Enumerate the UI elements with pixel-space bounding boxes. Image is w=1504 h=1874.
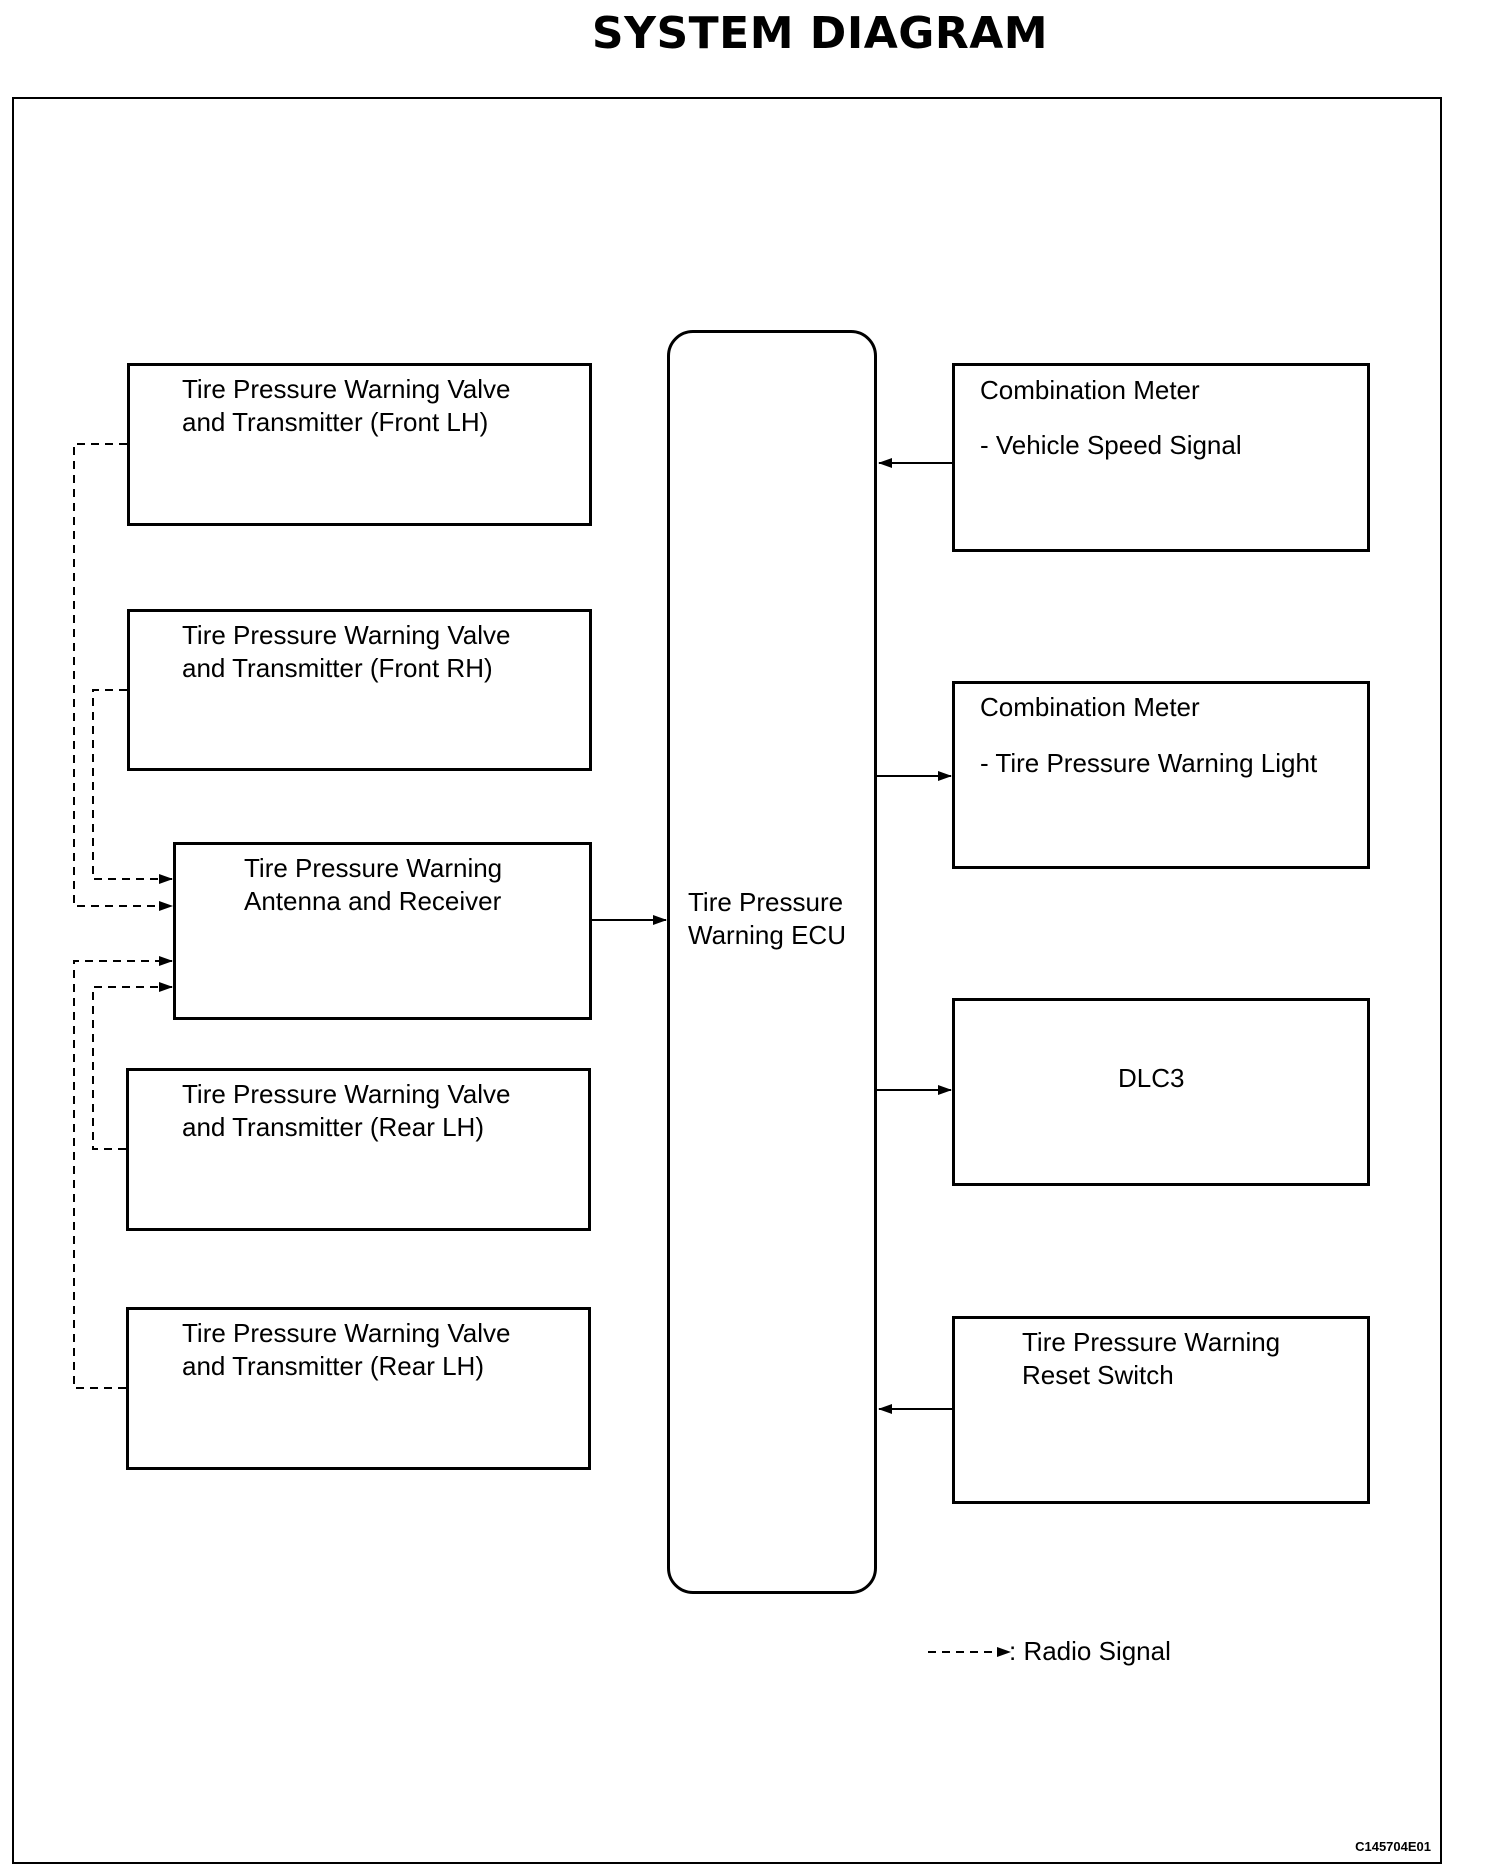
diagram-frame (12, 97, 1442, 1864)
valve-transmitter-rear-lh-box-2: Tire Pressure Warning Valve and Transmit… (126, 1307, 591, 1470)
tire-pressure-ecu-box: Tire Pressure Warning ECU (667, 330, 877, 1594)
valve-transmitter-rear-lh-label-1: Tire Pressure Warning Valve and Transmit… (182, 1079, 511, 1142)
antenna-receiver-label: Tire Pressure Warning Antenna and Receiv… (244, 853, 503, 916)
valve-transmitter-front-rh-label: Tire Pressure Warning Valve and Transmit… (182, 620, 511, 683)
valve-transmitter-front-rh-box: Tire Pressure Warning Valve and Transmit… (127, 609, 592, 771)
valve-transmitter-front-lh-label: Tire Pressure Warning Valve and Transmit… (182, 374, 511, 437)
radio-signal-front-rh (92, 689, 173, 884)
reset-switch-box: Tire Pressure Warning Reset Switch (952, 1316, 1370, 1504)
diagram-title: SYSTEM DIAGRAM (591, 8, 1049, 59)
warning-light-item: - Tire Pressure Warning Light (980, 748, 1318, 778)
legend-label: : Radio Signal (1009, 1636, 1171, 1666)
vehicle-speed-signal-item: - Vehicle Speed Signal (980, 430, 1242, 460)
radio-signal-rear-lh-2 (73, 956, 173, 1389)
combination-meter-light-title: Combination Meter (980, 692, 1200, 722)
valve-transmitter-rear-lh-label-2: Tire Pressure Warning Valve and Transmit… (182, 1318, 511, 1381)
combination-meter-speed-box: Combination Meter - Vehicle Speed Signal (952, 363, 1370, 552)
figure-code: C145704E01 (1355, 1839, 1431, 1854)
radio-signal-rear-lh-1 (92, 982, 173, 1150)
valve-transmitter-front-lh-box: Tire Pressure Warning Valve and Transmit… (127, 363, 592, 526)
dlc3-box: DLC3 (952, 998, 1370, 1186)
combination-meter-light-box: Combination Meter - Tire Pressure Warnin… (952, 681, 1370, 869)
radio-signal-front-lh (73, 443, 173, 911)
reset-switch-label: Tire Pressure Warning Reset Switch (1022, 1327, 1281, 1390)
combination-meter-speed-title: Combination Meter (980, 375, 1200, 405)
dlc3-label: DLC3 (1118, 1063, 1185, 1093)
valve-transmitter-rear-lh-box-1: Tire Pressure Warning Valve and Transmit… (126, 1068, 591, 1231)
antenna-receiver-box: Tire Pressure Warning Antenna and Receiv… (173, 842, 592, 1020)
tire-pressure-ecu-label: Tire Pressure Warning ECU (688, 887, 846, 950)
